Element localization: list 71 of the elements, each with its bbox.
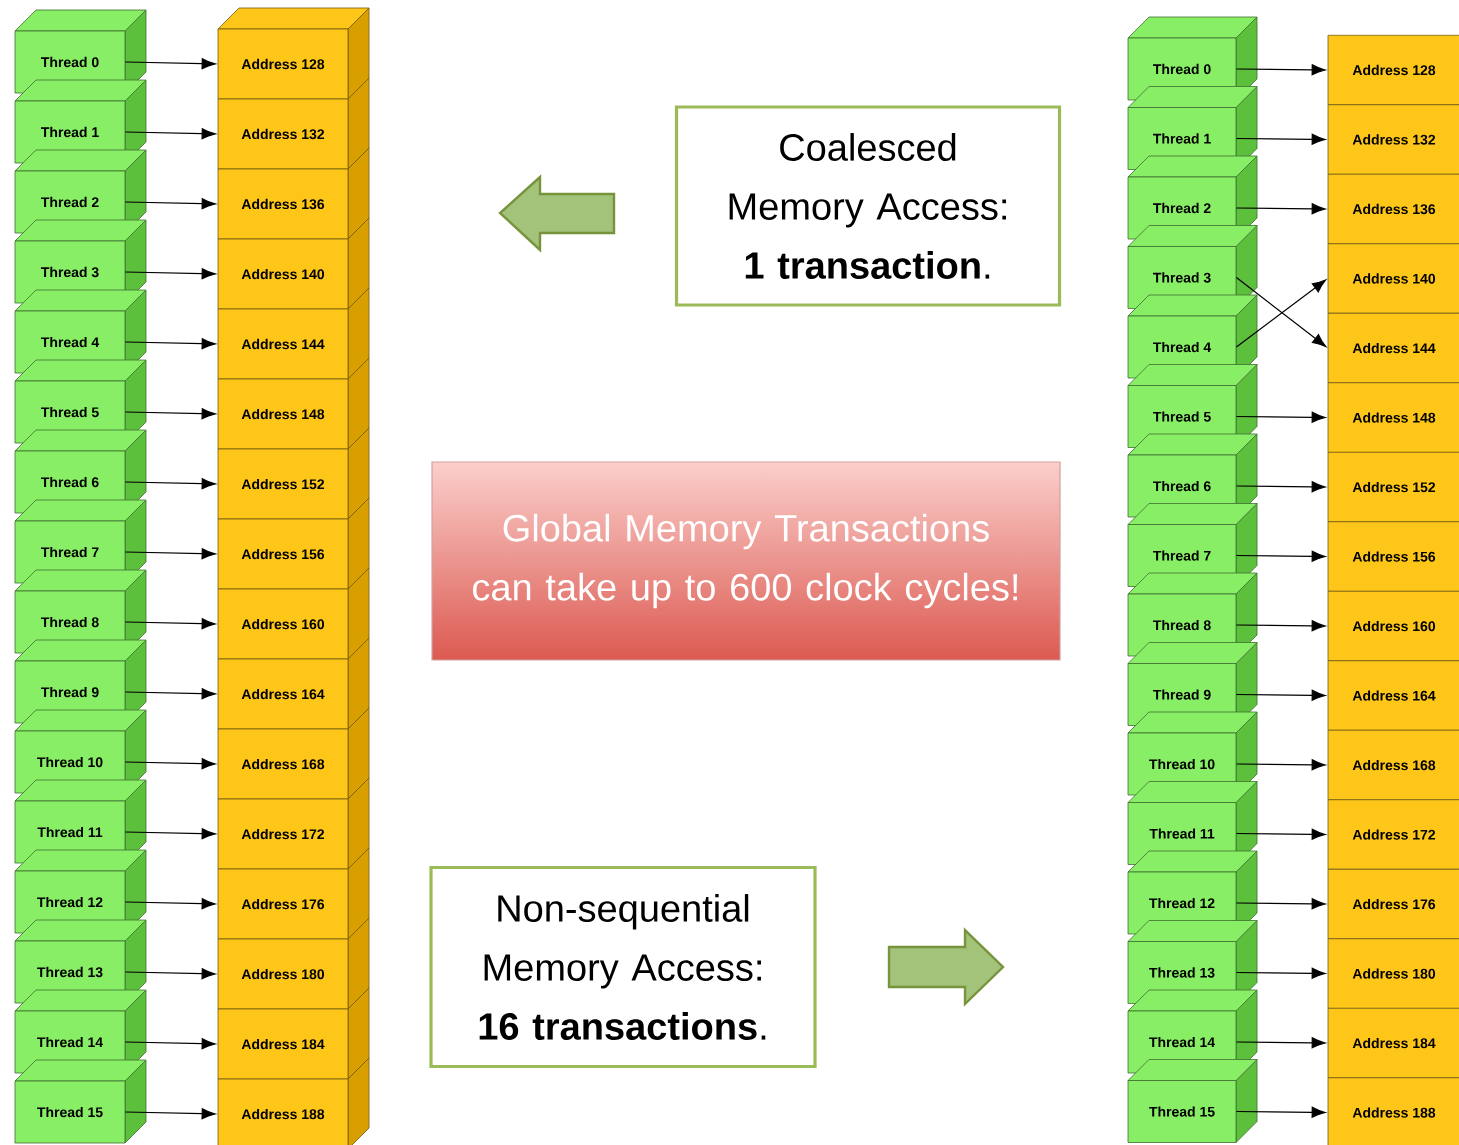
address-box: Address 128	[1327, 34, 1459, 106]
node-label: Address 176	[1352, 898, 1436, 910]
arrow	[124, 688, 216, 700]
arrow	[124, 408, 216, 420]
arrow	[124, 268, 216, 280]
arrow	[124, 618, 216, 630]
arrow	[1235, 481, 1326, 493]
address-box: Address 136	[1327, 173, 1459, 245]
address-box: Address 152	[217, 427, 370, 520]
arrow	[1235, 1037, 1326, 1049]
address-box: Address 144	[217, 287, 370, 380]
arrow	[124, 478, 216, 490]
arrow	[124, 338, 216, 350]
arrow	[1235, 620, 1326, 632]
arrow	[124, 1038, 216, 1050]
arrow	[124, 758, 216, 770]
address-box: Address 180	[217, 917, 370, 1010]
address-box: Address 176	[1327, 868, 1459, 940]
address-box: Address 160	[1327, 590, 1459, 662]
node-label: Address 144	[1352, 342, 1436, 354]
arrow	[1235, 689, 1326, 701]
arrow	[124, 898, 216, 910]
arrow	[1235, 203, 1326, 215]
address-box: Address 164	[217, 637, 370, 730]
arrow	[124, 548, 216, 560]
address-box: Address 132	[1327, 104, 1459, 175]
address-box: Address 184	[217, 987, 370, 1080]
arrow	[1235, 411, 1326, 423]
address-box: Address 148	[217, 357, 370, 450]
address-box: Address 136	[217, 147, 370, 240]
arrow	[1235, 133, 1326, 145]
address-box: Address 168	[1327, 729, 1459, 801]
arrow	[124, 198, 216, 210]
arrow	[1235, 828, 1326, 840]
arrow	[1235, 898, 1326, 910]
arrow	[124, 828, 216, 840]
address-box: Address 144	[1327, 312, 1459, 384]
address-box: Address 172	[1327, 799, 1459, 870]
node-label: Address 152	[1352, 481, 1436, 493]
arrow	[124, 1108, 216, 1120]
address-box: Address 148	[1327, 382, 1459, 453]
alert-box: Global Memory Transactions can take up to 600 clock cycles!	[431, 461, 1061, 661]
address-box: Address 140	[1327, 243, 1459, 314]
arrow	[1235, 759, 1326, 771]
thread-box: Thread 15	[14, 1059, 147, 1144]
arrow	[1235, 967, 1326, 979]
address-box: Address 128	[217, 7, 370, 100]
address-box: Address 188	[217, 1057, 370, 1145]
text-box: Coalesced Memory Access: 1 transaction.	[674, 105, 1062, 307]
arrow	[124, 968, 216, 980]
address-box: Address 140	[217, 217, 370, 310]
arrow	[1235, 550, 1326, 562]
address-box: Address 172	[217, 777, 370, 870]
arrow	[1235, 64, 1326, 76]
arrow	[1235, 1106, 1326, 1118]
address-box: Address 188	[1327, 1077, 1459, 1145]
node-label: Address 184	[1352, 1037, 1436, 1049]
address-box: Address 176	[217, 847, 370, 940]
address-box: Address 184	[1327, 1007, 1459, 1079]
arrow	[124, 58, 216, 70]
address-box: Address 156	[1327, 521, 1459, 592]
arrow	[124, 128, 216, 140]
text-box: Non-sequential Memory Access: 16 transactions.	[429, 865, 817, 1069]
address-box: Address 132	[217, 77, 370, 170]
thread-box: Thread 15	[1127, 1059, 1258, 1143]
address-box: Address 180	[1327, 938, 1459, 1009]
address-box: Address 152	[1327, 451, 1459, 523]
address-box: Address 156	[217, 497, 370, 590]
address-box: Address 168	[217, 707, 370, 800]
address-box: Address 160	[217, 567, 370, 660]
address-box: Address 164	[1327, 660, 1459, 731]
